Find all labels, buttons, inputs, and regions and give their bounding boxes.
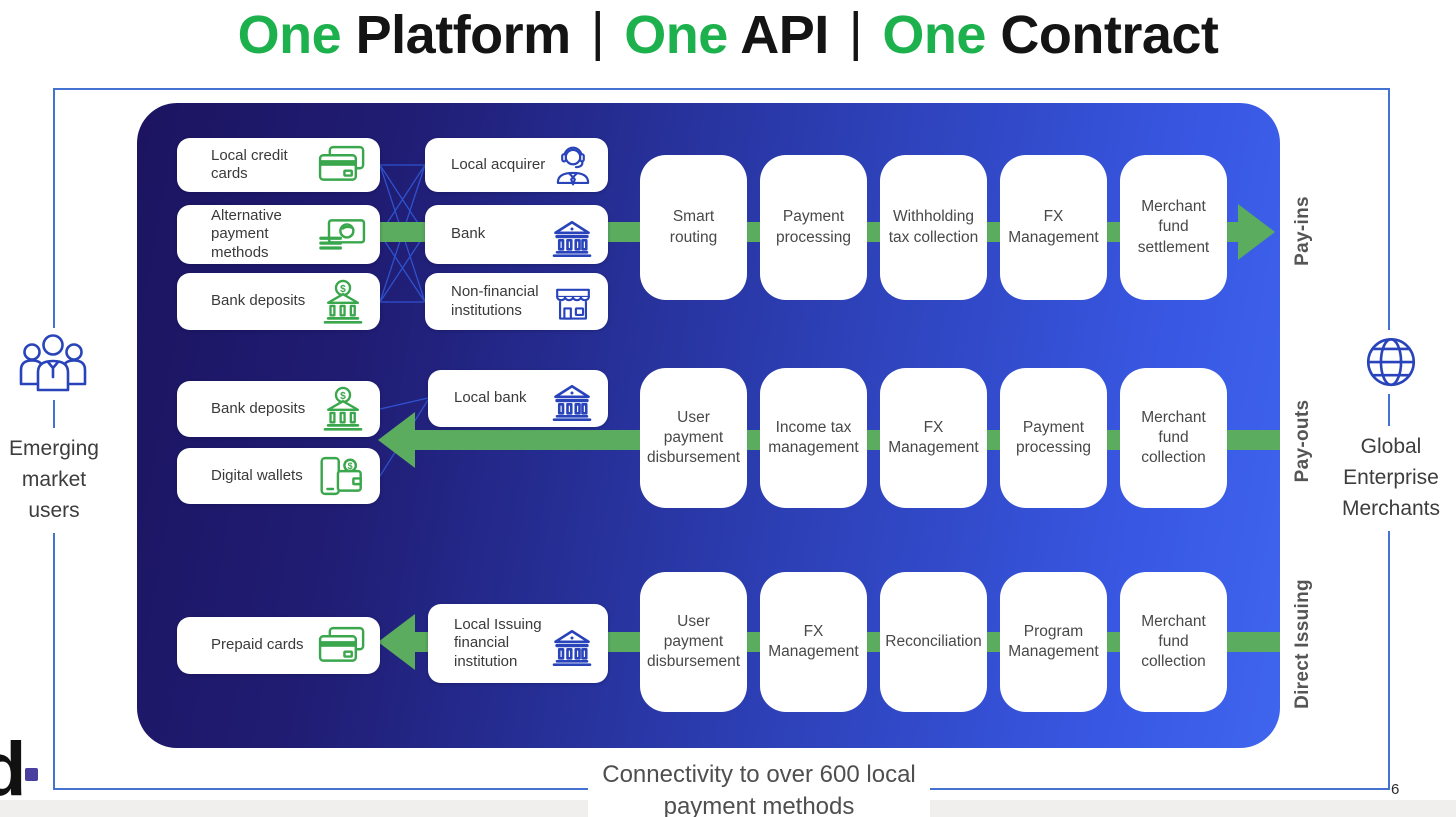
right-actor-label: Global Enterprise Merchants — [1326, 426, 1456, 531]
intermediary-box-local-bank: Local bank — [428, 370, 608, 427]
intermediary-box-local-acquirer: Local acquirer — [425, 138, 608, 192]
step-box: User payment disbursement — [640, 572, 747, 712]
bank-icon — [548, 622, 596, 666]
step-box: FX Management — [760, 572, 867, 712]
svg-text:$: $ — [340, 283, 346, 294]
intermediary-box-bank: Bank — [425, 205, 608, 264]
intermediary-label: Bank — [451, 225, 486, 243]
store-icon — [550, 280, 596, 324]
source-box-alternative-payment-methods: Alternative payment methods — [177, 205, 380, 264]
source-box-bank-deposits-payouts: Bank deposits $ — [177, 381, 380, 437]
flow-label-pay-outs: Pay-outs — [1292, 399, 1313, 483]
title-segment: One Platform — [237, 5, 572, 65]
support-agent-icon — [550, 143, 596, 187]
intermediary-box-local-issuing-financial-institution: Local Issuing financial institution — [428, 604, 608, 683]
step-box: Merchant fund collection — [1120, 572, 1227, 712]
intermediary-label: Local acquirer — [451, 155, 546, 173]
step-box: Payment processing — [1000, 368, 1107, 508]
step-box: Program Management — [1000, 572, 1107, 712]
source-label: Digital wallets — [211, 466, 303, 484]
flow-label-direct-issuing: Direct Issuing — [1292, 579, 1313, 709]
source-box-local-credit-cards: Local credit cards — [177, 138, 380, 192]
source-label: Local credit cards — [211, 146, 288, 182]
step-box: Merchant fund settlement — [1120, 155, 1227, 300]
title-segment: One Contract — [882, 5, 1219, 65]
title-segment: One API — [624, 5, 829, 65]
step-box: FX Management — [1000, 155, 1107, 300]
source-label: Bank deposits — [211, 399, 306, 417]
bank-icon — [548, 213, 596, 257]
intermediary-box-non-financial-institutions: Non-financial institutions — [425, 273, 608, 330]
source-label: Bank deposits — [211, 292, 306, 310]
title-separator: | — [848, 2, 863, 62]
flow-label-pay-ins: Pay-ins — [1292, 196, 1313, 266]
page-number: 6 — [1391, 781, 1400, 798]
credit-card-icon — [316, 624, 368, 668]
source-box-digital-wallets: Digital wallets $ — [177, 448, 380, 504]
connectivity-note: Connectivity to over 600 local payment m… — [588, 752, 930, 817]
step-box: Reconciliation — [880, 572, 987, 712]
source-label: Alternative payment methods — [211, 207, 282, 261]
left-actor-label: Emerging market users — [0, 428, 112, 533]
step-box: Merchant fund collection — [1120, 368, 1227, 508]
direct-issuing-arrowhead-icon — [378, 614, 415, 670]
people-icon — [12, 328, 94, 400]
svg-text:$: $ — [348, 461, 353, 471]
bank-dollar-icon: $ — [318, 385, 368, 433]
step-box: Withholding tax collection — [880, 155, 987, 300]
svg-text:$: $ — [340, 391, 346, 402]
bank-icon — [548, 377, 596, 421]
logo-dot — [25, 768, 38, 781]
step-box: Income tax management — [760, 368, 867, 508]
step-box: FX Management — [880, 368, 987, 508]
slide-title: One Platform | One API | One Contract — [0, 2, 1456, 66]
cash-icon — [316, 213, 368, 257]
credit-card-icon — [316, 143, 368, 187]
source-label: Prepaid cards — [211, 636, 304, 654]
source-box-bank-deposits: Bank deposits $ — [177, 273, 380, 330]
payouts-arrowhead-icon — [378, 412, 415, 468]
payins-arrowhead-icon — [1238, 204, 1275, 260]
intermediary-label: Local bank — [454, 389, 527, 407]
step-box: User payment disbursement — [640, 368, 747, 508]
step-box: Smart routing — [640, 155, 747, 300]
intermediary-label: Non-financial institutions — [451, 283, 539, 319]
intermediary-label: Local Issuing financial institution — [454, 616, 542, 670]
globe-icon — [1360, 330, 1422, 394]
title-separator: | — [590, 2, 605, 62]
step-box: Payment processing — [760, 155, 867, 300]
wallet-icon: $ — [316, 453, 368, 499]
bank-dollar-icon: $ — [318, 278, 368, 326]
company-logo: d — [0, 727, 27, 812]
source-box-prepaid-cards: Prepaid cards — [177, 617, 380, 674]
